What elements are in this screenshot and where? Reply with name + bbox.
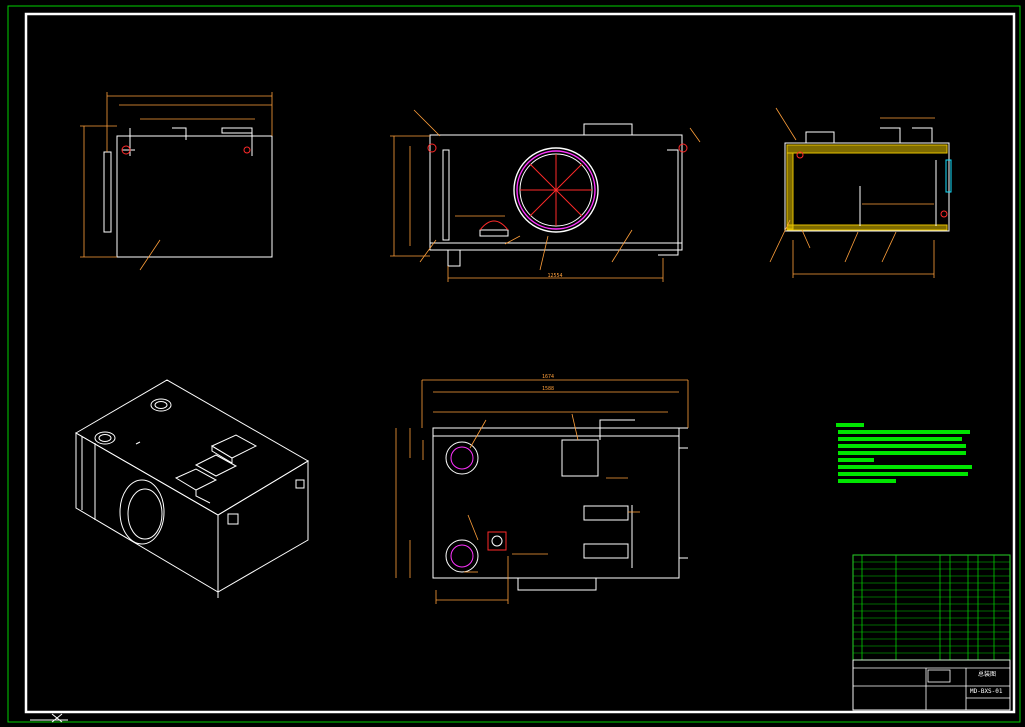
side-view-left-dims	[80, 92, 273, 271]
section-view	[784, 127, 952, 232]
isometric-view	[75, 379, 309, 598]
technical-requirements-block	[836, 423, 972, 483]
front-view	[427, 123, 688, 267]
title-block-text: 总装图 MD-BXS-01	[970, 670, 1003, 695]
plan-view	[432, 419, 688, 591]
plan-inner-dimension: 1588	[542, 386, 554, 392]
title-block	[852, 554, 1011, 711]
front-view-dims	[390, 109, 701, 282]
plan-view-dims	[395, 379, 689, 604]
section-view-dims	[769, 107, 935, 278]
plan-view-dim-labels: 1674 1588	[542, 374, 554, 392]
drawing-number: MD-BXS-01	[970, 688, 1003, 695]
parts-list-rows	[853, 561, 1010, 654]
plan-overall-dimension: 1674	[542, 374, 554, 380]
side-view-left	[103, 127, 273, 258]
sheet-frame	[7, 5, 1021, 723]
ucs-icon	[30, 713, 68, 723]
front-view-base-dimension: 12554	[547, 273, 562, 279]
drawing-name: 总装图	[978, 670, 996, 678]
